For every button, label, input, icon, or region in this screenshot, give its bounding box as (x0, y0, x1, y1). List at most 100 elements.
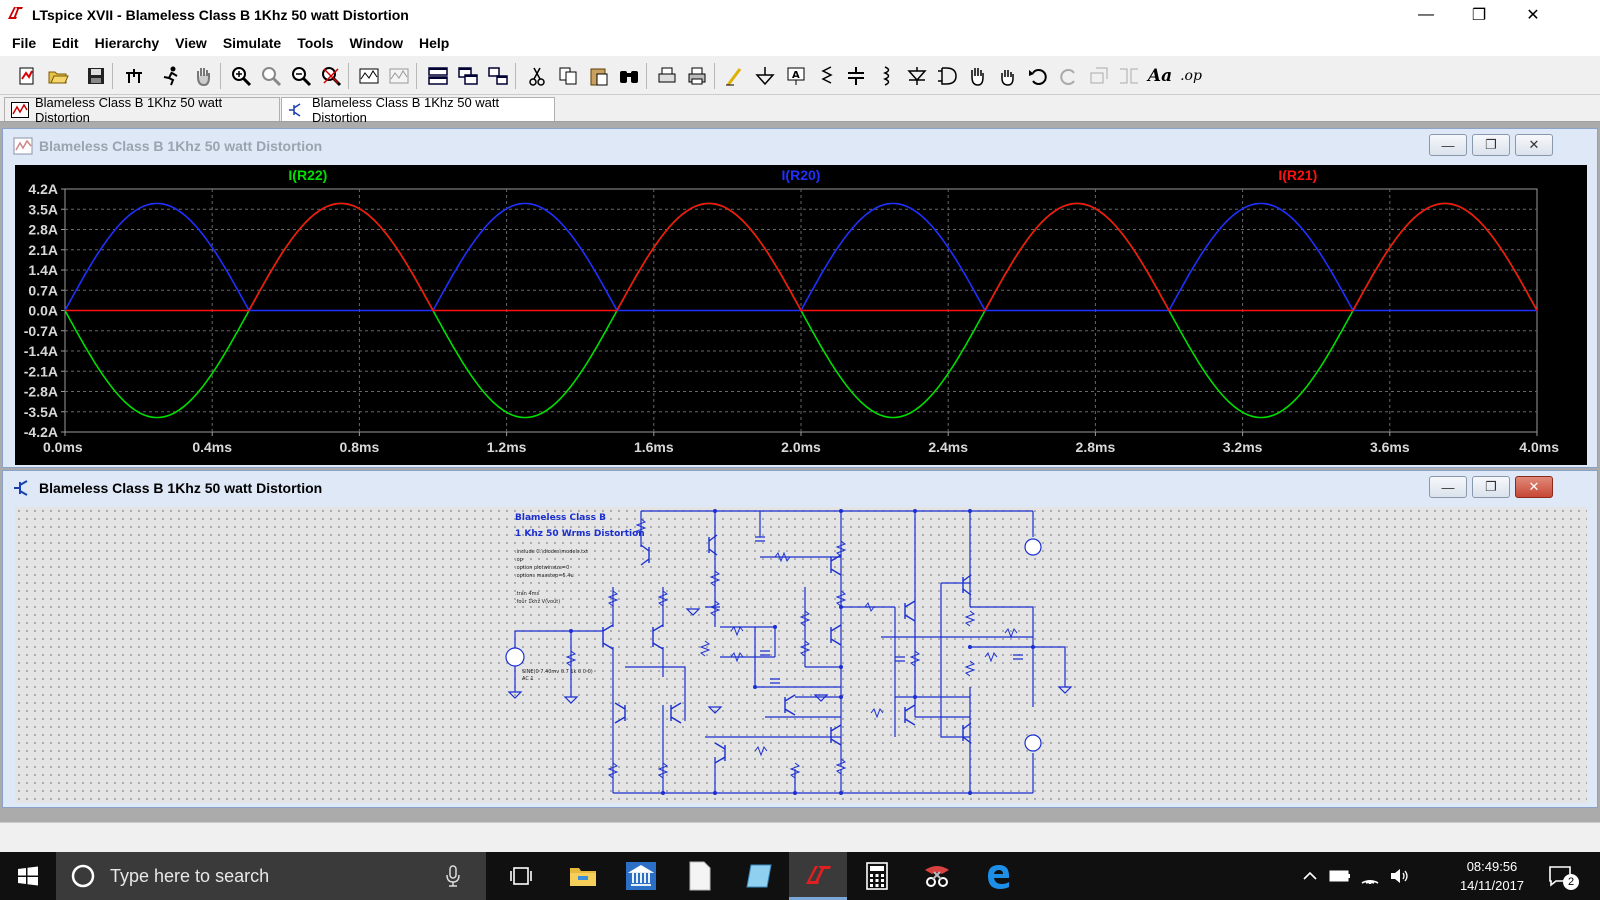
ltspice-taskbar-icon[interactable] (789, 852, 847, 900)
schematic-close-button[interactable]: ✕ (1515, 476, 1553, 498)
print-icon[interactable] (684, 63, 710, 89)
hyper-v-icon[interactable] (730, 852, 788, 900)
paste-icon[interactable] (586, 63, 612, 89)
directive-text: .tran 4ms (515, 591, 539, 597)
resistor-icon[interactable] (813, 63, 839, 89)
save-icon[interactable] (83, 63, 109, 89)
schematic-transistors (602, 534, 972, 764)
minimize-button[interactable]: — (1418, 6, 1434, 23)
transistor-icon (288, 102, 306, 118)
volume-icon[interactable] (1385, 852, 1415, 900)
zoom-area-icon[interactable] (258, 63, 284, 89)
mirror-icon[interactable] (1116, 63, 1142, 89)
tile-horizontal-icon[interactable] (425, 63, 451, 89)
notification-center-icon[interactable]: 2 (1535, 852, 1585, 900)
task-view-icon[interactable] (492, 852, 550, 900)
cortana-icon (71, 864, 95, 888)
notification-count-badge: 2 (1563, 874, 1579, 890)
schematic-capacitors (507, 536, 1073, 714)
y-tick-label: -2.1A (24, 363, 58, 379)
menu-file[interactable]: File (12, 35, 37, 51)
menu-bar: File Edit Hierarchy View Simulate Tools … (0, 30, 1600, 56)
ground-icon[interactable] (752, 63, 778, 89)
label-net-icon[interactable]: A (783, 63, 809, 89)
menu-edit[interactable]: Edit (52, 35, 79, 51)
toolbar-separator (646, 63, 647, 89)
menu-hierarchy[interactable]: Hierarchy (94, 35, 160, 51)
zoom-fit-icon[interactable] (318, 63, 344, 89)
menu-simulate[interactable]: Simulate (222, 35, 282, 51)
autorange-y-icon[interactable] (356, 63, 382, 89)
toolbar: A Aa .op (0, 57, 1600, 95)
schematic-canvas[interactable]: Blameless Class B 1 Khz 50 Wrms Distorti… (15, 507, 1587, 803)
component-icon[interactable] (934, 63, 960, 89)
run-icon[interactable] (158, 63, 184, 89)
schematic-junctions (569, 509, 1035, 795)
start-button[interactable] (0, 852, 56, 900)
schematic-wires (514, 510, 1066, 794)
y-tick-label: -0.7A (24, 323, 58, 339)
draw-wire-icon[interactable] (722, 63, 748, 89)
inductor-icon[interactable] (873, 63, 899, 89)
edge-browser-icon[interactable] (969, 852, 1027, 900)
schematic-minimize-button[interactable]: — (1429, 476, 1467, 498)
open-icon[interactable] (45, 63, 71, 89)
tile-vertical-icon[interactable] (455, 63, 481, 89)
copy-icon[interactable] (555, 63, 581, 89)
zoom-out-icon[interactable] (288, 63, 314, 89)
snipping-tool-icon[interactable] (908, 852, 966, 900)
zoom-back-icon[interactable] (386, 63, 412, 89)
toolbar-separator (112, 63, 113, 89)
calculator-icon[interactable] (848, 852, 906, 900)
microphone-icon[interactable] (446, 865, 460, 887)
x-tick-label: 0.8ms (340, 439, 380, 455)
file-explorer-icon[interactable] (554, 852, 612, 900)
bank-app-icon[interactable] (612, 852, 670, 900)
drag-icon[interactable] (995, 63, 1021, 89)
tab-schematic[interactable]: Blameless Class B 1Khz 50 watt Distortio… (281, 95, 555, 125)
menu-tools[interactable]: Tools (297, 35, 334, 51)
document-app-icon[interactable] (671, 852, 729, 900)
capacitor-icon[interactable] (843, 63, 869, 89)
status-bar (0, 822, 1600, 852)
waveform-close-button[interactable]: ✕ (1515, 134, 1553, 156)
menu-view[interactable]: View (175, 35, 207, 51)
spice-directive-icon[interactable]: .op (1180, 68, 1202, 84)
schematic-maximize-button[interactable]: ❐ (1472, 476, 1510, 498)
new-schematic-icon[interactable] (14, 63, 40, 89)
x-tick-label: 3.6ms (1370, 439, 1410, 455)
menu-help[interactable]: Help (419, 35, 450, 51)
legend-label: I(R21) (1278, 167, 1317, 183)
cut-icon[interactable] (524, 63, 550, 89)
move-icon[interactable] (964, 63, 990, 89)
menu-window[interactable]: Window (349, 35, 404, 51)
wifi-icon[interactable] (1355, 852, 1385, 900)
y-tick-label: -3.5A (24, 404, 58, 420)
show-hidden-icons-chevron-icon[interactable] (1295, 852, 1325, 900)
maximize-button[interactable]: ❐ (1471, 7, 1487, 24)
rotate-icon[interactable] (1086, 63, 1112, 89)
toolbar-separator (515, 63, 516, 89)
halt-icon[interactable] (190, 63, 216, 89)
redo-icon[interactable] (1056, 63, 1082, 89)
control-panel-icon[interactable] (121, 63, 147, 89)
cascade-icon[interactable] (485, 63, 511, 89)
waveform-minimize-button[interactable]: — (1429, 134, 1467, 156)
directive-text: .option plotwinsize=0 (515, 565, 569, 571)
schematic-drawing: Blameless Class B 1 Khz 50 Wrms Distorti… (505, 509, 1073, 795)
search-box[interactable]: Type here to search (56, 852, 486, 900)
text-icon[interactable]: Aa (1147, 66, 1173, 86)
battery-icon[interactable] (1325, 852, 1355, 900)
close-button[interactable]: ✕ (1526, 7, 1540, 24)
system-clock[interactable]: 08:49:56 14/11/2017 (1452, 857, 1532, 895)
print-preview-icon[interactable] (654, 63, 680, 89)
waveform-maximize-button[interactable]: ❐ (1472, 134, 1510, 156)
find-icon[interactable] (616, 63, 642, 89)
tab-waveform[interactable]: Blameless Class B 1Khz 50 watt Distortio… (4, 95, 280, 125)
undo-icon[interactable] (1025, 63, 1051, 89)
y-tick-label: -2.8A (24, 384, 58, 400)
y-tick-label: 2.1A (28, 242, 58, 258)
zoom-in-icon[interactable] (228, 63, 254, 89)
diode-icon[interactable] (904, 63, 930, 89)
